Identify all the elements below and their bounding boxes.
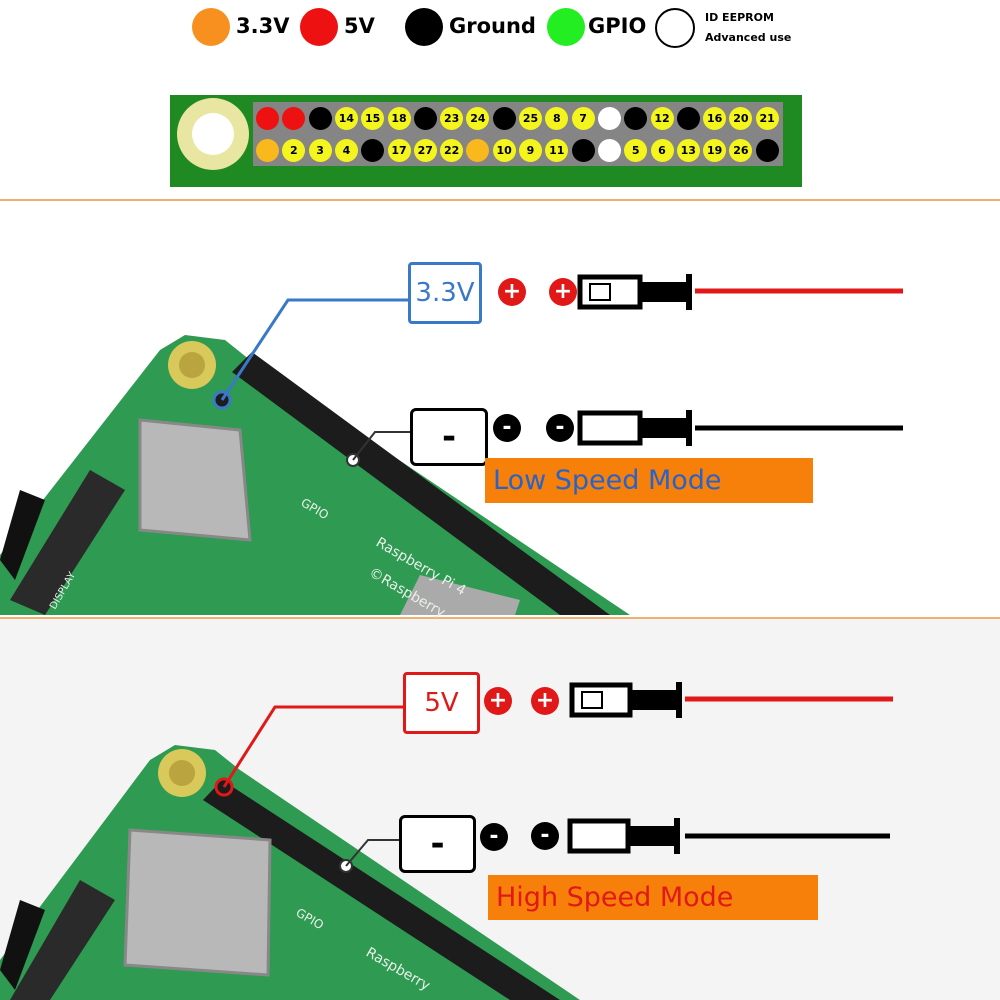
mounting-hole-center bbox=[192, 113, 234, 155]
plus-icon: + bbox=[549, 278, 577, 306]
pin-gpio: 11 bbox=[545, 139, 569, 162]
pin-gpio: 8 bbox=[545, 107, 569, 130]
jumper-wire-negative bbox=[577, 410, 903, 446]
minus-icon: - bbox=[493, 414, 521, 442]
legend-3v3-dot bbox=[192, 8, 230, 46]
pin-gpio: 4 bbox=[334, 139, 358, 162]
pin-gpio: 12 bbox=[650, 107, 674, 130]
pin-gnd bbox=[492, 107, 516, 130]
ground-label-minus: - bbox=[399, 815, 476, 873]
legend-gpio-dot bbox=[547, 8, 585, 46]
pin-gpio: 27 bbox=[413, 139, 437, 162]
minus-icon: - bbox=[531, 822, 559, 850]
pin-gnd bbox=[676, 107, 700, 130]
pin-gpio: 18 bbox=[387, 107, 411, 130]
mode-banner-high-speed: High Speed Mode bbox=[488, 875, 818, 920]
pin-gpio: 23 bbox=[440, 107, 464, 130]
legend-5v-label: 5V bbox=[344, 14, 375, 38]
pin-gpio: 25 bbox=[519, 107, 542, 130]
pin-5v bbox=[256, 107, 279, 130]
pin-3v3 bbox=[466, 139, 490, 162]
pin-gpio: 3 bbox=[308, 139, 332, 162]
pin-gpio: 10 bbox=[492, 139, 516, 162]
minus-icon: - bbox=[480, 823, 508, 851]
pin-gnd bbox=[308, 107, 332, 130]
ground-label-minus: - bbox=[410, 408, 488, 466]
pin-gpio: 26 bbox=[729, 139, 753, 162]
pin-id bbox=[597, 107, 621, 130]
legend: 3.3V 5V Ground GPIO ID EEPROM Advanced u… bbox=[0, 0, 1000, 55]
pin-gpio: 17 bbox=[387, 139, 411, 162]
jumper-wire-negative bbox=[567, 818, 890, 854]
pin-gpio: 7 bbox=[571, 107, 595, 130]
pin-gpio: 20 bbox=[729, 107, 753, 130]
pin-gpio: 6 bbox=[650, 139, 674, 162]
voltage-label-3v3: 3.3V bbox=[408, 262, 482, 324]
legend-gpio-label: GPIO bbox=[588, 14, 647, 38]
pin-id bbox=[597, 139, 621, 162]
legend-eeprom-dot bbox=[655, 8, 695, 48]
mode-banner-low-speed: Low Speed Mode bbox=[485, 458, 813, 503]
legend-ground-dot bbox=[405, 8, 443, 46]
raspberry-pi-board: GPIO Raspberry bbox=[0, 705, 580, 1000]
pin-gnd bbox=[413, 107, 437, 130]
voltage-label-5v: 5V bbox=[403, 672, 480, 734]
pin-gpio: 24 bbox=[466, 107, 490, 130]
pin-gpio: 22 bbox=[440, 139, 464, 162]
plus-icon: + bbox=[484, 687, 512, 715]
raspberry-pi-board: GPIO Raspberry Pi 4 ©Raspberry DISPLAY bbox=[0, 298, 630, 621]
plus-icon: + bbox=[531, 687, 559, 715]
legend-3v3-label: 3.3V bbox=[236, 14, 290, 38]
legend-eeprom-sublabel: Advanced use bbox=[705, 31, 792, 44]
pin-gnd bbox=[361, 139, 385, 162]
pin-gpio: 5 bbox=[624, 139, 648, 162]
divider bbox=[0, 617, 1000, 619]
pin-3v3 bbox=[256, 139, 279, 162]
pin-gnd bbox=[755, 139, 779, 162]
plus-icon: + bbox=[498, 278, 526, 306]
jumper-wire-positive bbox=[577, 274, 903, 310]
pin-gpio: 16 bbox=[703, 107, 727, 130]
minus-icon: - bbox=[546, 414, 574, 442]
jumper-wire-positive bbox=[569, 682, 893, 718]
pin-gpio: 15 bbox=[361, 107, 385, 130]
pin-gpio: 13 bbox=[676, 139, 700, 162]
legend-5v-dot bbox=[300, 8, 338, 46]
pin-gnd bbox=[571, 139, 595, 162]
pin-gpio: 14 bbox=[334, 107, 358, 130]
pin-gpio: 21 bbox=[755, 107, 779, 130]
legend-ground-label: Ground bbox=[449, 14, 536, 38]
pin-5v bbox=[282, 107, 306, 130]
pin-gpio: 2 bbox=[282, 139, 306, 162]
divider bbox=[0, 199, 1000, 201]
pin-gnd bbox=[624, 107, 648, 130]
pin-gpio: 9 bbox=[519, 139, 542, 162]
legend-eeprom-label: ID EEPROM bbox=[705, 11, 774, 24]
pin-gpio: 19 bbox=[703, 139, 727, 162]
